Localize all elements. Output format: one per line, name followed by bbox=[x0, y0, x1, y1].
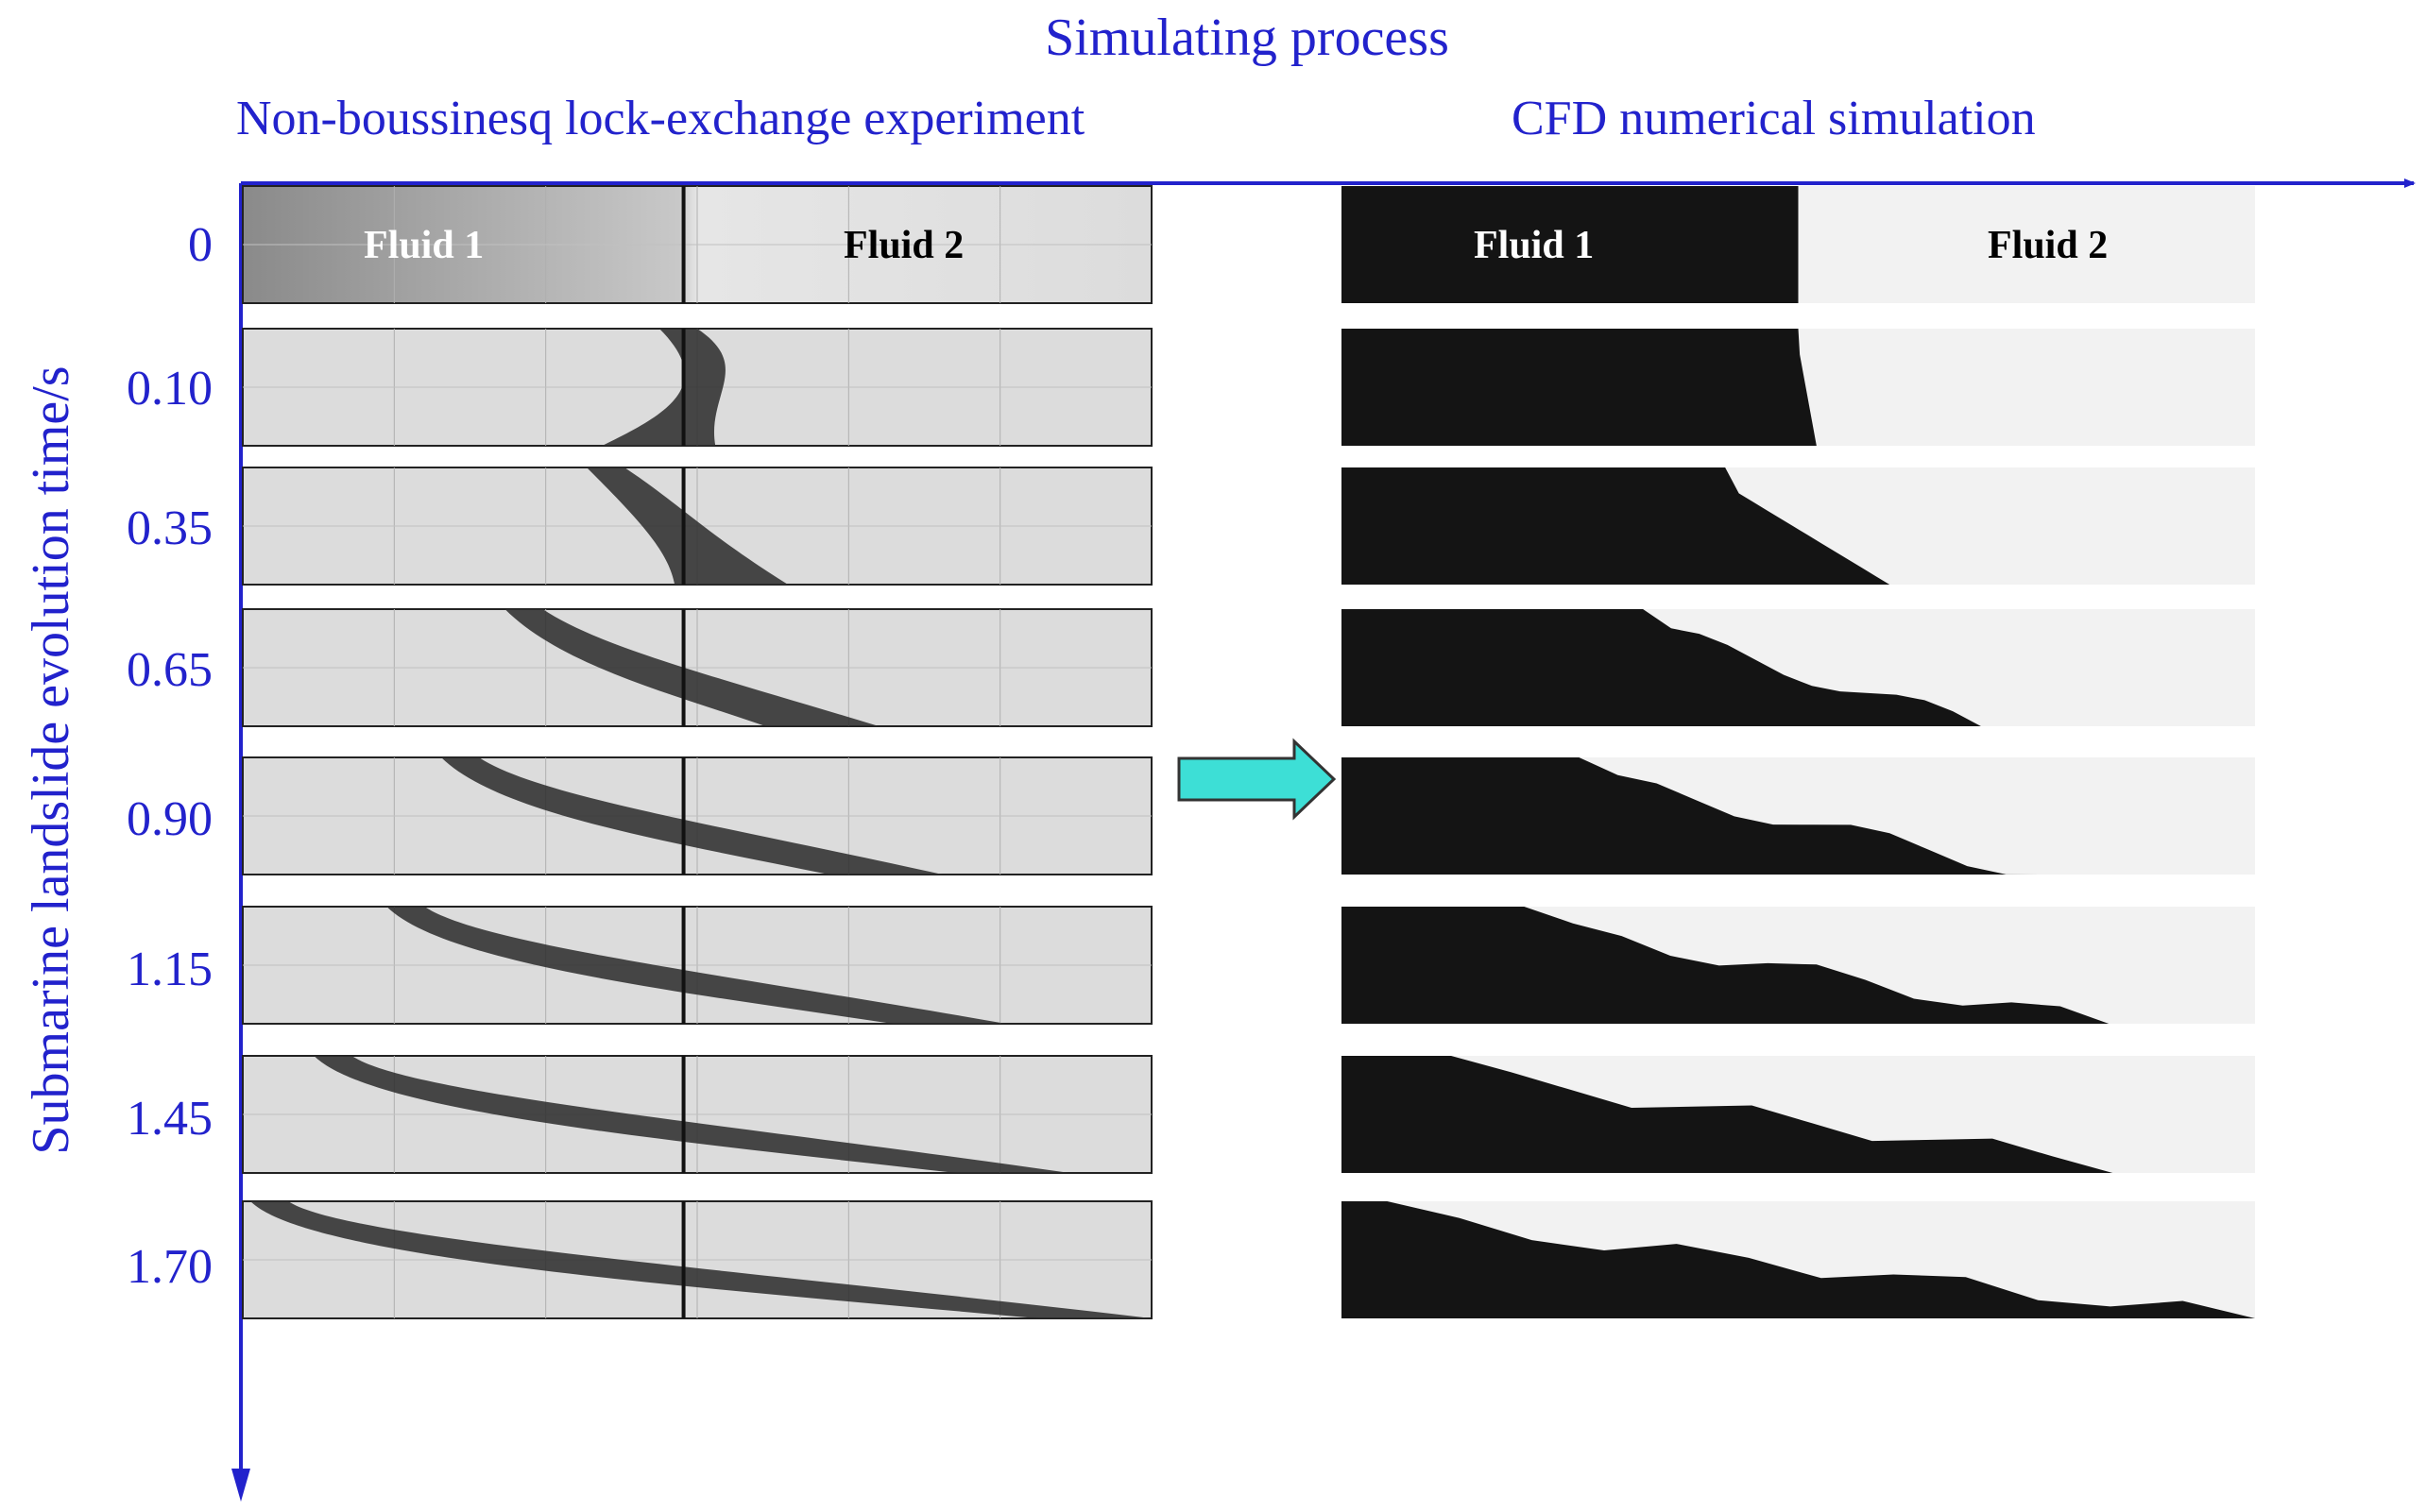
figure-title: Simulating process bbox=[1045, 8, 1449, 67]
simulation-column-header: CFD numerical simulation bbox=[1512, 92, 2036, 145]
simulation-panel bbox=[1341, 329, 2255, 446]
experiment-panel bbox=[242, 185, 1153, 304]
time-tick-label: 1.45 bbox=[127, 1092, 213, 1146]
experiment-panel bbox=[242, 1055, 1153, 1174]
experiment-fluid-2-label: Fluid 2 bbox=[844, 224, 964, 267]
simulation-panel bbox=[1341, 467, 2255, 585]
simulation-panel bbox=[1341, 186, 2255, 303]
simulation-panel bbox=[1341, 609, 2255, 726]
time-axis-arrowhead bbox=[231, 1469, 250, 1502]
time-tick-label: 0 bbox=[188, 218, 213, 272]
experiment-panel bbox=[242, 756, 1153, 875]
experiment-column-header: Non-boussinesq lock-exchange experiment bbox=[236, 92, 1085, 145]
time-tick-label: 0.90 bbox=[127, 792, 213, 846]
simulation-panel bbox=[1341, 907, 2255, 1024]
simulation-panels bbox=[1341, 186, 2255, 1318]
time-tick-label: 1.15 bbox=[127, 943, 213, 996]
time-tick-label: 0.10 bbox=[127, 362, 213, 416]
transition-arrow-icon bbox=[1177, 738, 1337, 821]
time-tick-label: 0.35 bbox=[127, 501, 213, 555]
experiment-panels bbox=[242, 185, 1153, 1319]
simulation-fluid-2-label: Fluid 2 bbox=[1988, 224, 2108, 267]
experiment-panel bbox=[242, 1200, 1153, 1319]
simulation-panel bbox=[1341, 757, 2255, 875]
simulation-panel bbox=[1341, 1201, 2255, 1318]
experiment-panel bbox=[242, 328, 1153, 447]
experiment-panel bbox=[242, 467, 1153, 586]
experiment-panel bbox=[242, 608, 1153, 727]
time-tick-label: 1.70 bbox=[127, 1240, 213, 1294]
simulation-panel bbox=[1341, 1056, 2255, 1173]
simulation-fluid-1-label: Fluid 1 bbox=[1474, 224, 1594, 267]
experiment-panel bbox=[242, 906, 1153, 1025]
time-axis-label: Submarine landslide evolution time/s bbox=[22, 365, 80, 1154]
experiment-fluid-1-label: Fluid 1 bbox=[364, 224, 484, 267]
time-tick-label: 0.65 bbox=[127, 643, 213, 697]
